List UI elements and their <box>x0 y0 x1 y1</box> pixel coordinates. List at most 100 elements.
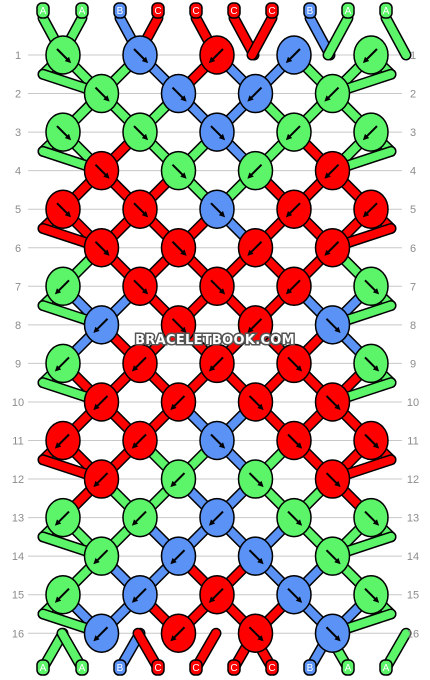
knot <box>160 382 197 422</box>
knot <box>160 536 197 576</box>
knot-arrow-icon <box>131 433 147 449</box>
knot-arrow-icon <box>325 395 341 411</box>
knot-arrow-icon <box>364 356 380 372</box>
knot-arrow-icon <box>325 472 341 488</box>
strand-end-top <box>189 2 203 19</box>
knot-arrow-icon <box>133 202 149 218</box>
knot <box>237 150 274 191</box>
row-label-left: 5 <box>15 204 21 216</box>
knot-arrow-icon <box>56 48 72 64</box>
knot <box>160 305 197 345</box>
knot <box>160 459 197 499</box>
knot-arrow-icon <box>247 86 263 102</box>
row-label-left: 15 <box>12 590 24 602</box>
knot <box>45 497 81 538</box>
knot-arrow-icon <box>93 318 109 333</box>
strand-end-top <box>265 2 279 19</box>
knot-arrow-icon <box>54 510 70 526</box>
strand-label-top: A <box>383 6 390 17</box>
knot-arrow-icon <box>364 510 380 526</box>
knot <box>122 112 158 152</box>
knot-arrow-icon <box>364 279 380 295</box>
knot-arrow-icon <box>287 356 303 372</box>
row-label-right: 15 <box>407 590 419 602</box>
knot <box>314 459 351 499</box>
knot <box>353 497 389 538</box>
knot-arrow-icon <box>248 626 264 642</box>
knot <box>314 228 351 268</box>
strand-end-top <box>151 2 165 19</box>
strand-label-bottom: C <box>230 663 237 674</box>
knot-arrow-icon <box>210 125 226 141</box>
knot-arrow-icon <box>248 395 264 411</box>
knot <box>45 189 81 229</box>
knot <box>45 574 81 615</box>
knot <box>199 112 235 152</box>
knot <box>276 574 312 615</box>
strand-end-top <box>36 2 50 19</box>
row-label-left: 9 <box>15 358 21 370</box>
strand-label-top: C <box>154 6 161 17</box>
row-label-left: 4 <box>15 166 21 178</box>
strand-label-bottom: A <box>79 663 86 674</box>
knot-arrow-icon <box>285 125 301 141</box>
knot <box>122 266 158 307</box>
knot <box>314 150 351 191</box>
knot <box>353 343 389 384</box>
strand-end-bottom <box>75 659 89 676</box>
knot <box>237 228 274 268</box>
knot <box>160 150 197 191</box>
knot <box>83 459 120 499</box>
strand-label-top: B <box>117 6 124 17</box>
knot <box>314 382 351 422</box>
knot <box>122 35 158 75</box>
knot-arrow-icon <box>364 587 380 603</box>
strand-label-bottom: C <box>192 663 199 674</box>
strand-segment <box>324 14 352 59</box>
knot-arrow-icon <box>170 472 186 488</box>
knot-arrow-icon <box>208 356 224 372</box>
row-label-left: 10 <box>12 397 24 409</box>
knot-arrow-icon <box>54 279 70 295</box>
knot <box>237 305 274 345</box>
knot <box>353 112 389 152</box>
knot <box>160 73 197 114</box>
row-label-right: 1 <box>410 50 416 62</box>
knot-arrow-icon <box>325 318 341 333</box>
knot <box>160 613 197 653</box>
knot <box>199 343 235 384</box>
watermark: BRACELETBOOK.COM <box>135 333 295 348</box>
knot <box>314 73 351 114</box>
knot-arrow-icon <box>325 626 341 642</box>
strand-end-bottom <box>36 659 50 676</box>
row-label-left: 1 <box>15 50 21 62</box>
knot <box>199 420 235 461</box>
strand-segment <box>248 14 276 59</box>
row-label-right: 8 <box>410 320 416 332</box>
knot-arrow-icon <box>94 86 110 102</box>
knot-arrow-icon <box>54 356 70 372</box>
knot-arrow-icon <box>285 48 301 64</box>
knot <box>353 574 389 615</box>
strand-end-bottom <box>113 659 127 676</box>
knot <box>83 305 120 345</box>
row-label-right: 12 <box>407 474 419 486</box>
knot <box>237 382 274 422</box>
knot-arrow-icon <box>93 472 109 488</box>
row-label-left: 3 <box>15 127 21 139</box>
knot-arrow-icon <box>208 48 224 64</box>
knot <box>353 266 389 307</box>
knot-arrow-icon <box>362 202 378 218</box>
knot-arrow-icon <box>208 587 224 603</box>
knot-arrow-icon <box>247 163 263 179</box>
knot-arrow-icon <box>285 202 301 218</box>
knot <box>276 420 312 461</box>
knot-arrow-icon <box>247 241 263 256</box>
strand-end-bottom <box>189 659 203 676</box>
strand-label-top: A <box>40 6 47 17</box>
knot-arrow-icon <box>210 433 226 449</box>
row-label-right: 13 <box>407 513 419 525</box>
strand-label-bottom: A <box>383 663 390 674</box>
knot-arrow-icon <box>133 48 149 64</box>
strand-segment <box>382 14 410 59</box>
